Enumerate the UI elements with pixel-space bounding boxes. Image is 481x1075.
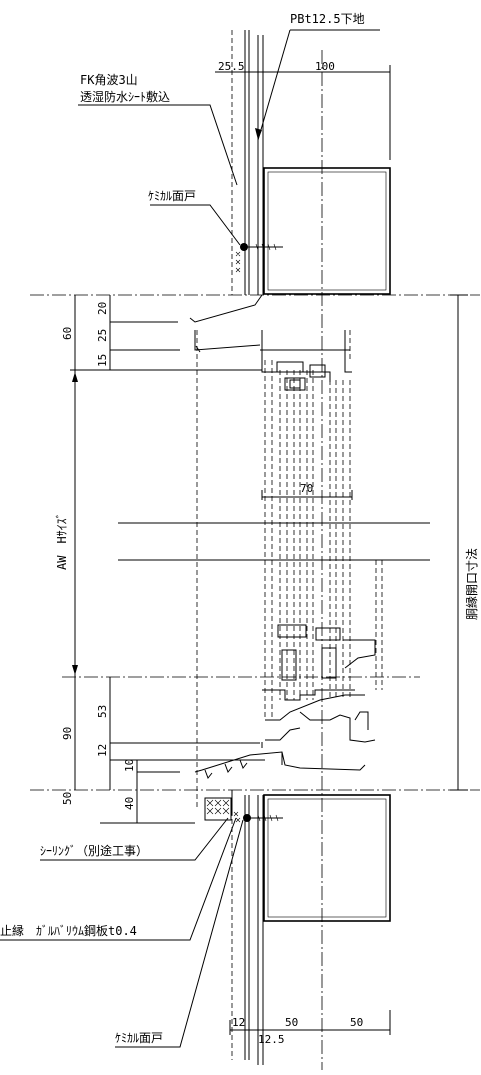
dim-bottom-12-5: 12.5 xyxy=(258,1033,285,1046)
dim-100: 100 xyxy=(315,60,335,73)
head-flashing xyxy=(189,294,352,382)
label-aw-size: AW Hｻｲｽﾞ xyxy=(55,512,69,570)
bottom-dimensions xyxy=(229,1010,391,1035)
girt-bottom xyxy=(263,794,391,922)
top-dimensions xyxy=(215,65,391,160)
label-opening: 胴縁開口寸法 xyxy=(464,548,479,620)
dim-bottom-50a: 50 xyxy=(285,1016,298,1029)
dim-40: 40 xyxy=(123,797,136,810)
sealing-foam xyxy=(204,251,241,823)
leader-lines xyxy=(0,29,380,1048)
label-sealing: ｼｰﾘﾝｸﾞ（別途工事） xyxy=(40,843,148,858)
label-fk-line1: FK角波3山 xyxy=(80,73,138,87)
dim-50: 50 xyxy=(61,792,74,805)
dim-10: 10 xyxy=(123,759,136,772)
label-fk-line2: 透湿防水ｼｰﾄ敷込 xyxy=(80,89,170,104)
dim-12: 12 xyxy=(96,744,109,757)
dim-20: 20 xyxy=(96,302,109,315)
label-chem-top: ｹﾐｶﾙ面戸 xyxy=(148,189,196,203)
label-flashing: 止縁 ｶﾞﾙﾊﾞﾘｳﾑ鋼板t0.4 xyxy=(0,923,137,938)
dim-25-5: 25.5 xyxy=(218,60,245,73)
right-dimension xyxy=(450,294,468,791)
label-chem-bottom: ｹﾐｶﾙ面戸 xyxy=(115,1031,163,1045)
sill-detail xyxy=(194,624,376,815)
head-sash xyxy=(261,361,353,500)
dim-bottom-50b: 50 xyxy=(350,1016,363,1029)
frame-verticals xyxy=(196,330,383,810)
dim-70: 70 xyxy=(300,482,313,495)
girt-top xyxy=(263,167,391,295)
dim-60: 60 xyxy=(61,327,74,340)
dim-90: 90 xyxy=(61,727,74,740)
dim-25: 25 xyxy=(96,329,109,342)
dim-bottom-12: 12 xyxy=(232,1016,245,1029)
wall-cladding xyxy=(231,30,264,1065)
dim-53: 53 xyxy=(96,705,109,718)
datum-lines xyxy=(30,294,480,791)
dim-15: 15 xyxy=(96,354,109,367)
left-dimensions xyxy=(70,295,265,824)
screw-bottom xyxy=(243,814,283,822)
label-pb: PBt12.5下地 xyxy=(290,12,365,26)
screw-top xyxy=(240,243,283,251)
